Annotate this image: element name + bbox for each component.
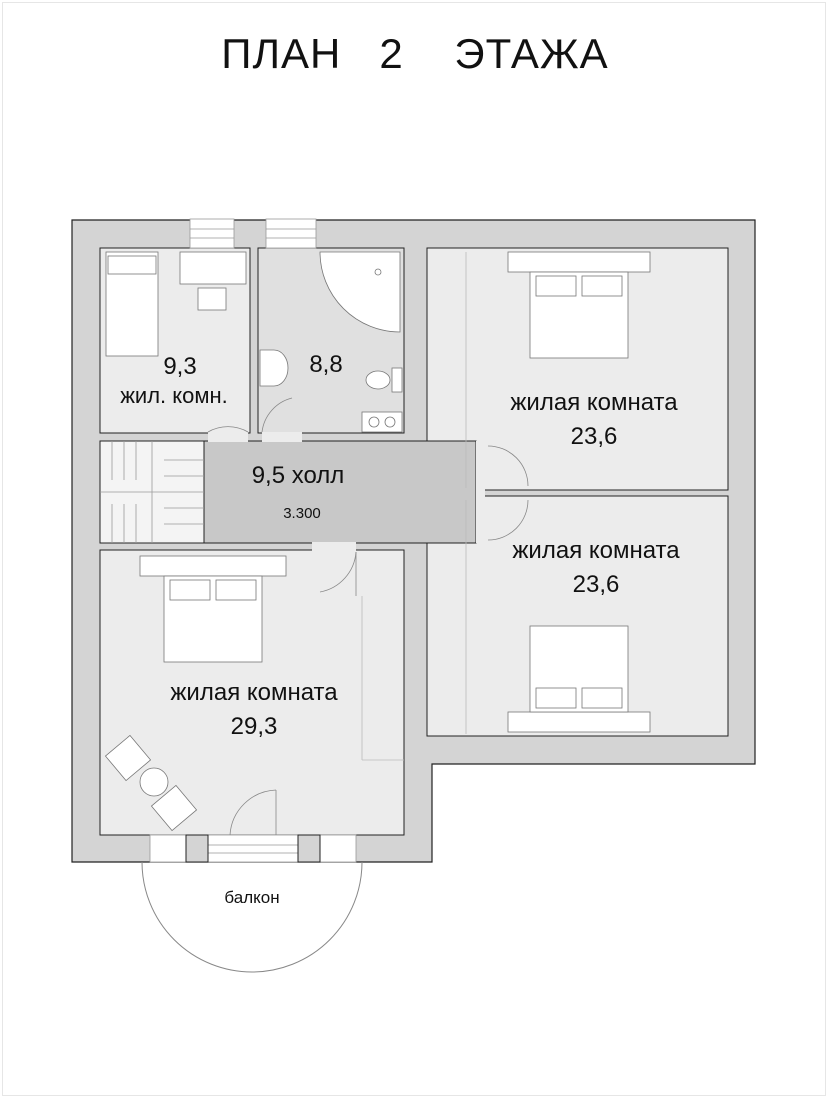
shower-cabin <box>319 251 401 333</box>
hall-elevation: 3.300 <box>283 505 321 522</box>
corridor-strip <box>476 441 485 543</box>
bedroom-ne-name: жилая комната <box>510 389 678 416</box>
double-bed-e <box>507 625 651 733</box>
single-bed <box>105 251 159 357</box>
bedroom-ne-area: 23,6 <box>571 423 618 450</box>
washing-machine <box>361 411 403 433</box>
windows-bottom <box>149 834 357 863</box>
double-bed-sw <box>139 555 287 663</box>
desk-and-chair <box>179 251 247 311</box>
balcony-outline <box>141 861 363 973</box>
plan-title: ПЛАН 2 ЭТАЖА <box>221 30 609 77</box>
armchair-table-set <box>104 734 198 832</box>
windows-top <box>189 218 317 249</box>
bathroom-area: 8,8 <box>309 351 342 378</box>
living-sw-name: жилая комната <box>170 679 338 706</box>
door-swings <box>207 397 529 836</box>
hall-label: 9,5 холл <box>252 462 345 489</box>
bedroom-e-area: 23,6 <box>573 571 620 598</box>
double-bed-ne <box>507 251 651 359</box>
room-floor-hall <box>203 440 477 544</box>
staircase <box>100 441 204 543</box>
sink <box>259 349 289 387</box>
balcony-label: балкон <box>224 888 279 907</box>
door-openings <box>208 432 488 552</box>
small-room-name: жил. комн. <box>120 383 228 408</box>
balcony-piers <box>185 834 321 863</box>
bedroom-e-name: жилая комната <box>512 537 680 564</box>
small-room-area: 9,3 <box>163 353 196 380</box>
toilet <box>365 367 403 393</box>
living-sw-area: 29,3 <box>231 713 278 740</box>
